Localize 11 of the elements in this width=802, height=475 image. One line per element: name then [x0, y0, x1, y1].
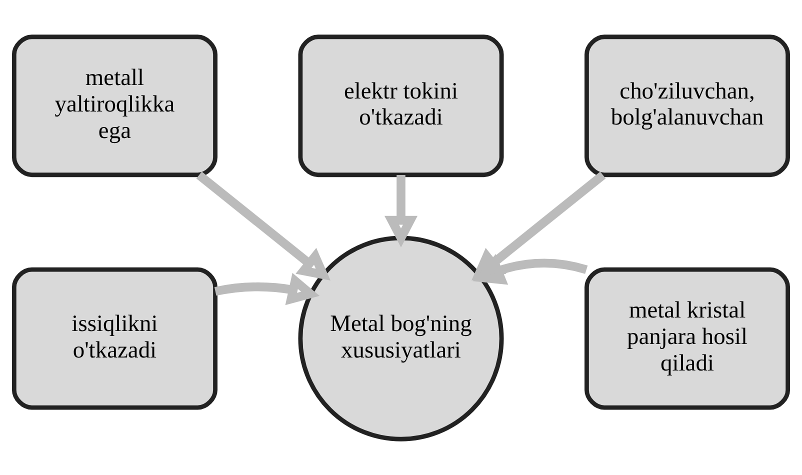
node-box: cho'ziluvchan, bolg'alanuvchan: [584, 34, 790, 177]
arrow: [471, 171, 606, 280]
arrow: [384, 174, 418, 247]
node-circle: Metal bog'ning xususiyatlari: [298, 235, 504, 441]
arrow: [214, 272, 320, 305]
arrow: [196, 171, 331, 280]
node-box: metal kristal panjara hosil qiladi: [584, 266, 790, 410]
node-box: elektr tokini o'tkazadi: [298, 34, 504, 177]
node-box: issiqlikni o'tkazadi: [12, 266, 218, 410]
arrow: [472, 254, 588, 284]
node-box: metall yaltiroqlikka ega: [12, 34, 218, 177]
